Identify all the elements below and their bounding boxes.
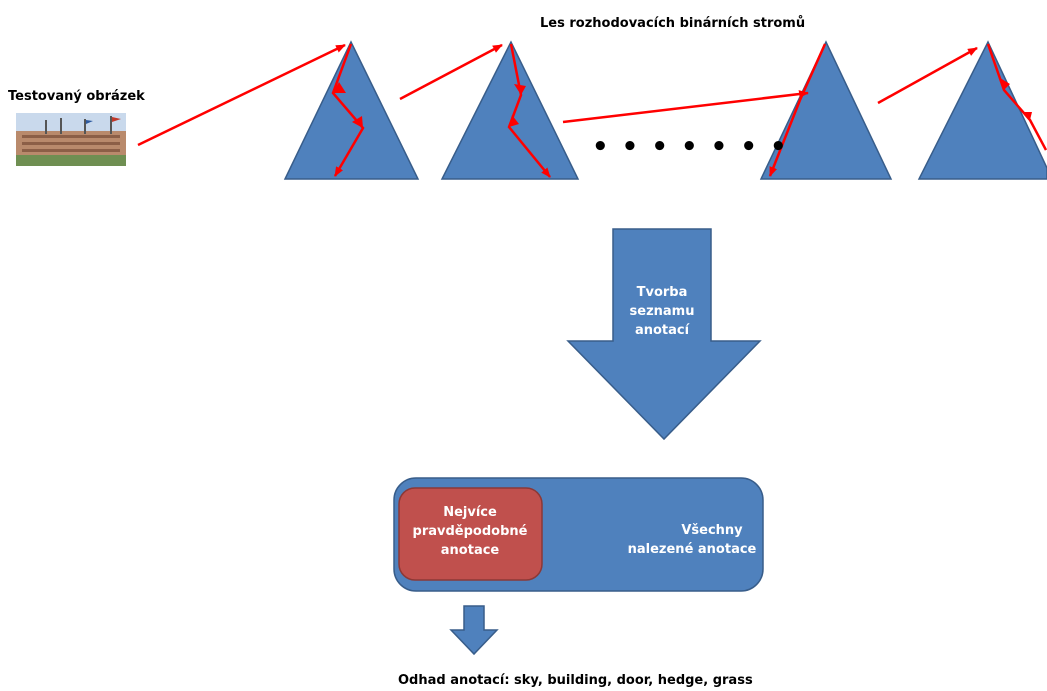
likely-annotations-line-2: pravděpodobné: [413, 524, 528, 539]
path-tree-1: [331, 43, 365, 177]
small-down-arrow: [449, 605, 499, 656]
path-tree-4-head-1: [1000, 78, 1010, 90]
arrow-tree-1-to-tree-2: [399, 43, 503, 101]
arrow-tree-3-to-tree-4: [877, 46, 978, 105]
path-tree-2: [507, 43, 551, 178]
tree-traversal-paths: [331, 43, 1047, 178]
test-image-thumbnail: [16, 113, 126, 166]
decision-tree-3: [759, 40, 893, 180]
forest-title: Les rozhodovacích binárních stromů: [540, 16, 805, 31]
path-tree-2-head-2: [509, 115, 519, 127]
test-image-label: Testovaný obrázek: [8, 89, 145, 104]
path-tree-4-head-2: [1022, 112, 1032, 120]
arrow-image-to-tree-1: [137, 43, 346, 147]
path-tree-3: [768, 43, 827, 177]
arrow-tree-2-to-tree-3: [562, 90, 809, 124]
path-tree-4: [986, 43, 1047, 151]
decision-tree-1: [283, 40, 420, 180]
decision-tree-2: [440, 40, 580, 180]
annotation-estimate-text: Odhad anotací: sky, building, door, hedg…: [398, 673, 753, 688]
path-tree-2-head-1: [514, 84, 526, 95]
likely-annotations-line-3: anotace: [441, 543, 500, 558]
likely-annotations-box: [398, 487, 543, 581]
path-tree-1-head-1: [333, 82, 346, 93]
big-arrow-label-line-1: Tvorba: [637, 285, 688, 300]
big-arrow-label-line-3: anotací: [635, 323, 691, 338]
all-annotations-line-1: Všechny: [681, 523, 743, 538]
tree-connection-arrows: [137, 43, 978, 147]
more-trees-ellipsis: • • • • • • •: [592, 132, 789, 162]
all-annotations-line-2: nalezené anotace: [628, 542, 757, 557]
big-arrow-label-line-2: seznamu: [630, 304, 695, 319]
decision-tree-4: [917, 40, 1047, 180]
big-down-arrow: [566, 228, 762, 441]
likely-annotations-line-1: Nejvíce: [443, 505, 497, 520]
path-tree-1-head-2: [352, 116, 363, 128]
